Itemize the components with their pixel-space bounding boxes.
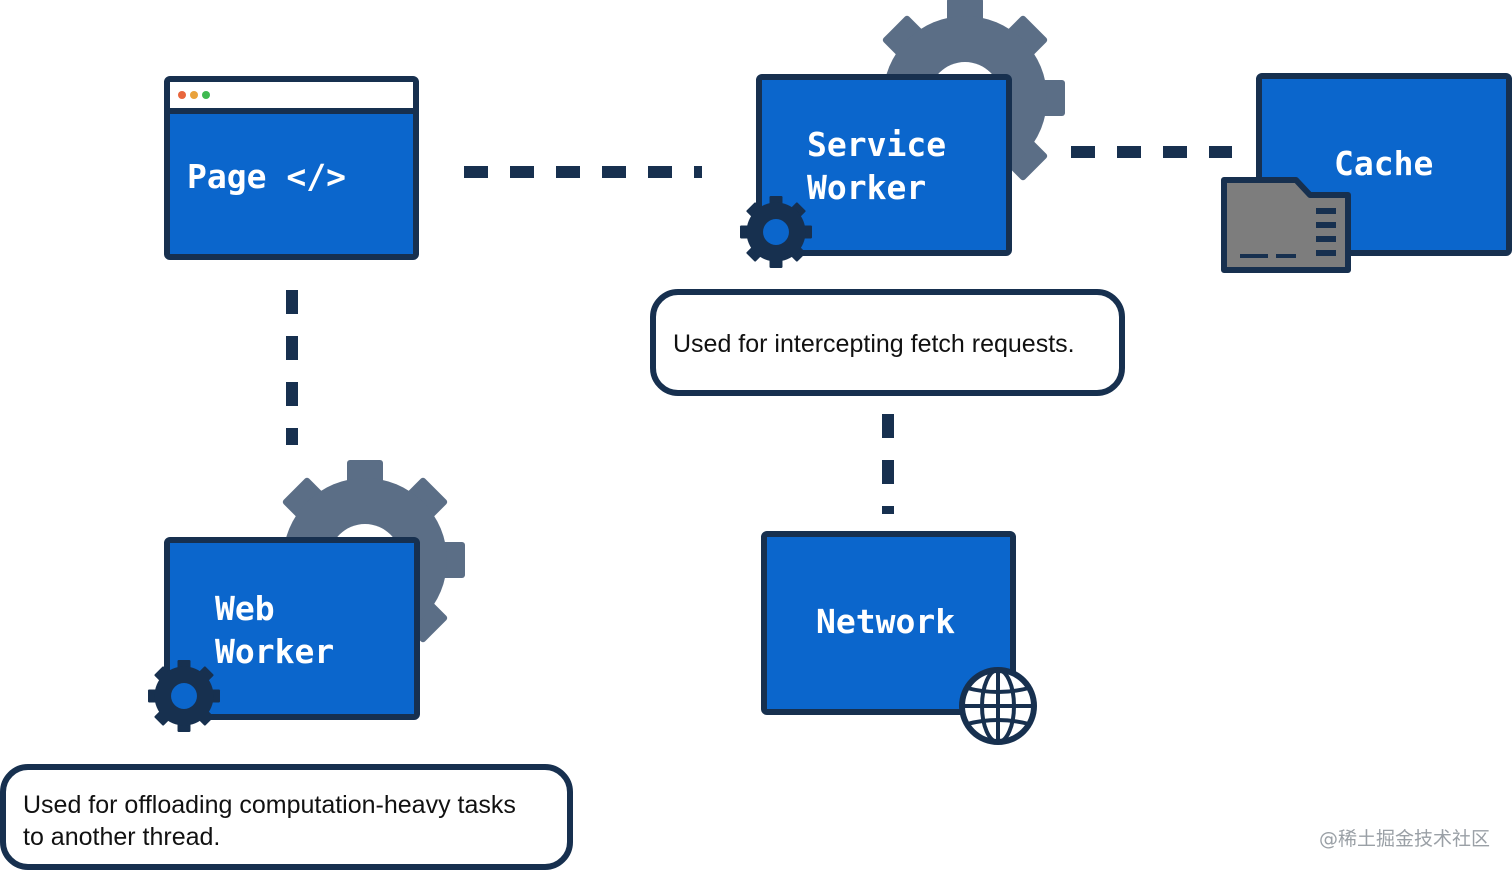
service-worker-node: Service Worker bbox=[756, 74, 1012, 256]
web-worker-callout-line2: to another thread. bbox=[23, 823, 221, 851]
service-worker-label-line2: Worker bbox=[807, 168, 927, 207]
gear-icon bbox=[740, 196, 812, 268]
web-worker-label-line2: Worker bbox=[215, 632, 335, 671]
browser-title-bar bbox=[170, 82, 413, 114]
service-worker-label-line1: Service bbox=[807, 125, 947, 164]
page-node: Page </> bbox=[164, 76, 419, 260]
service-worker-callout: Used for intercepting fetch requests. bbox=[650, 289, 1125, 396]
service-worker-callout-text: Used for intercepting fetch requests. bbox=[673, 330, 1075, 358]
watermark: @稀土掘金技术社区 bbox=[1318, 828, 1490, 850]
page-label: Page </> bbox=[187, 157, 346, 196]
window-dots-icon bbox=[190, 91, 198, 99]
window-dots-icon bbox=[178, 91, 186, 99]
network-label: Network bbox=[816, 602, 956, 641]
window-dots-icon bbox=[202, 91, 210, 99]
gear-icon bbox=[148, 660, 220, 732]
folder-icon bbox=[1221, 177, 1351, 273]
globe-icon bbox=[959, 667, 1037, 745]
web-worker-callout-line1: Used for offloading computation-heavy ta… bbox=[23, 791, 516, 819]
cache-label: Cache bbox=[1334, 144, 1434, 183]
web-worker-callout: Used for offloading computation-heavy ta… bbox=[0, 764, 573, 870]
web-worker-label-line1: Web bbox=[215, 589, 275, 628]
